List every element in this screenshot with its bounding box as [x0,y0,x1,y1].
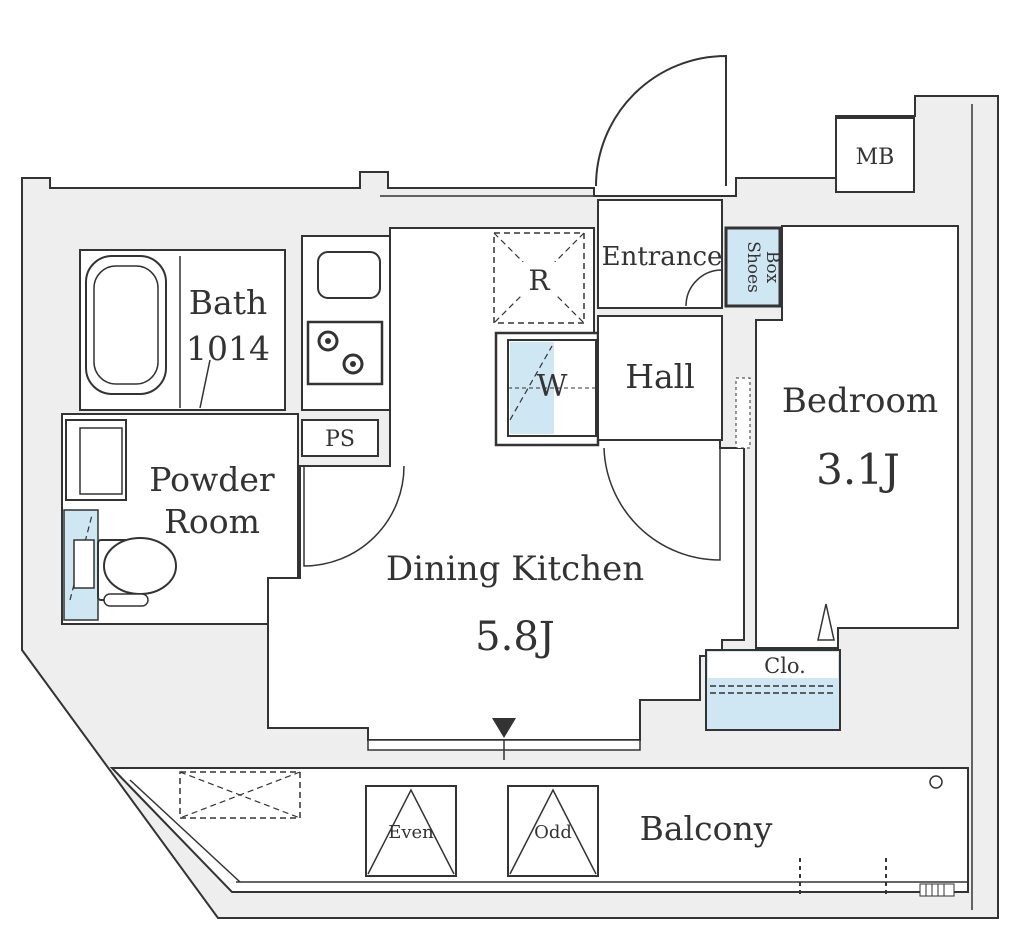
toilet-icon [97,537,177,607]
dining-kitchen-label: Dining Kitchen [386,549,644,589]
bedroom-room [755,225,959,649]
bedroom-label: Bedroom [782,381,938,421]
entrance-label: Entrance [602,242,723,272]
closet-label: Clo. [764,654,806,678]
sink-icon [317,251,381,299]
washer-label: W [537,369,568,404]
ps-label: PS [325,427,355,452]
hall-label: Hall [625,357,695,396]
gas-burner-icon [306,320,384,386]
entrance-area [597,199,723,309]
refrigerator-label: R [528,264,550,297]
drain-icon [929,775,943,789]
shoes-box [724,226,782,308]
shoes-box-label: Shoes [743,241,763,293]
bath-size-label: 1014 [186,329,270,368]
mb-box [835,117,915,193]
balcony-label: Balcony [640,809,773,848]
even-hatch: Even [365,785,457,877]
bedroom-size: 3.1J [816,445,900,494]
odd-hatch: Odd [507,785,599,877]
vent-icon [919,883,955,897]
powder-room-label: Powder [149,460,275,499]
entrance-door-swing [595,54,727,187]
ps-box [301,419,379,457]
triangle-down-icon [492,718,516,738]
bath-label: Bath [189,283,267,322]
kitchen-door-swing [303,465,405,567]
dining-kitchen-size: 5.8J [475,614,555,660]
hall-door-swing [603,447,721,561]
hall-area [597,315,723,441]
odd-label: Odd [534,822,572,843]
even-label: Even [388,822,434,843]
dining-kitchen-room [267,227,745,741]
shoes-box-label-2: Box [762,251,782,284]
powder-room-label-2: Room [164,502,260,541]
mb-label: MB [856,145,895,170]
